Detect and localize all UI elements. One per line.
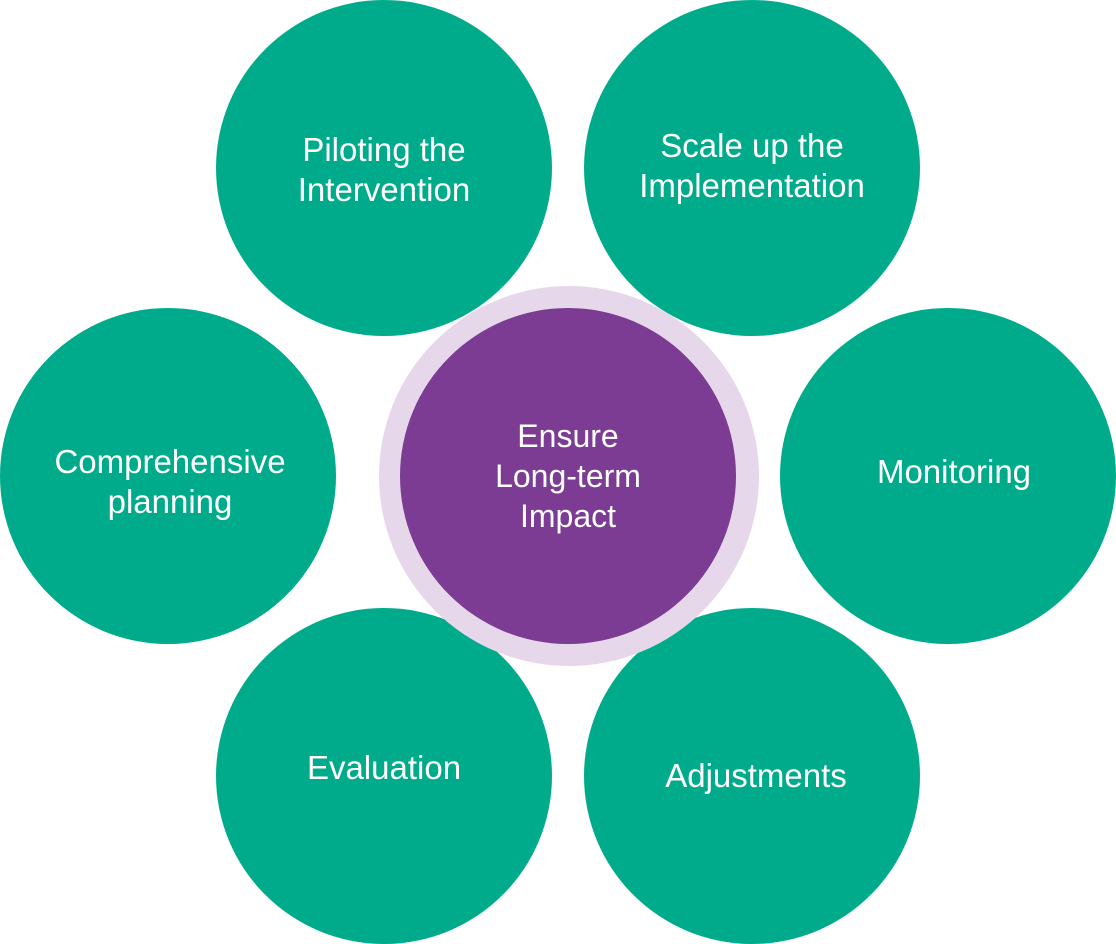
node-monitoring: Monitoring [780,308,1116,644]
node-label: Evaluation [306,749,462,786]
center-node-ensure-long-term-impact: Ensure Long-term Impact [400,308,736,644]
node-label: Comprehensive planning [54,443,286,520]
node-label: Scale up the Implementation [639,127,865,204]
node-label: Piloting the Intervention [297,131,471,208]
node-piloting-the-intervention: Piloting the Intervention [216,0,552,336]
center-label: Ensure Long-term Impact [495,418,641,534]
node-adjustments: Adjustments [584,608,920,944]
node-label: Adjustments [665,757,847,794]
node-label: Monitoring [876,453,1032,490]
node-evaluation: Evaluation [216,608,552,944]
node-comprehensive-planning: Comprehensive planning [0,308,336,644]
node-scale-up-the-implementation: Scale up the Implementation [584,0,920,336]
